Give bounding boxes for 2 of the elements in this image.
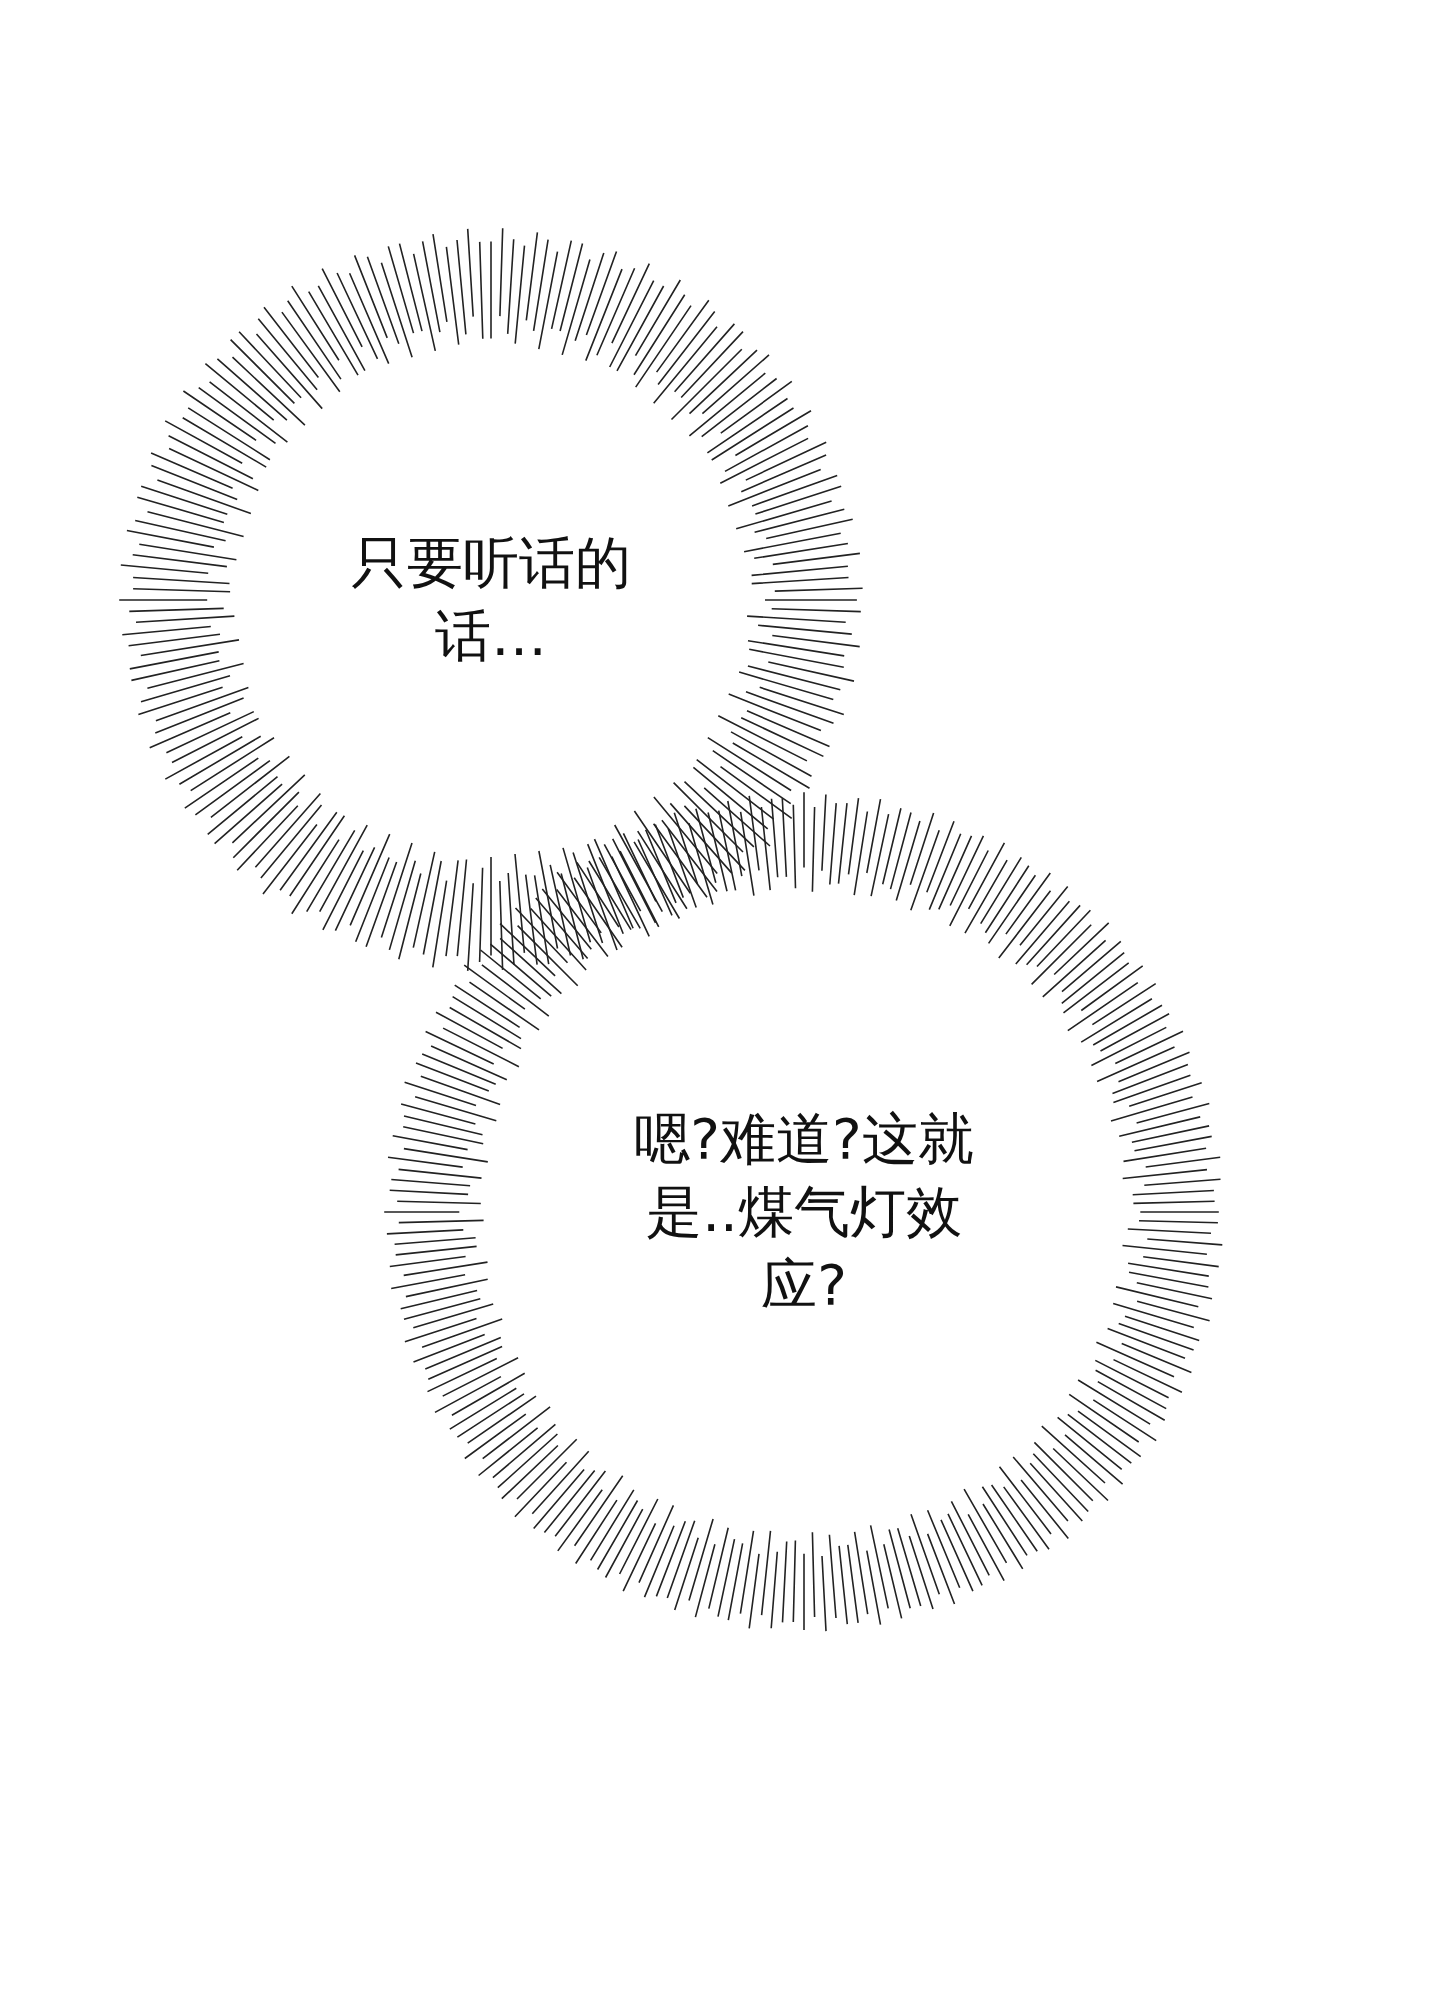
speech-text: 只要听话的话… bbox=[350, 529, 632, 670]
speech-text: 嗯?难道?这就是..煤气灯效应? bbox=[633, 1104, 975, 1319]
